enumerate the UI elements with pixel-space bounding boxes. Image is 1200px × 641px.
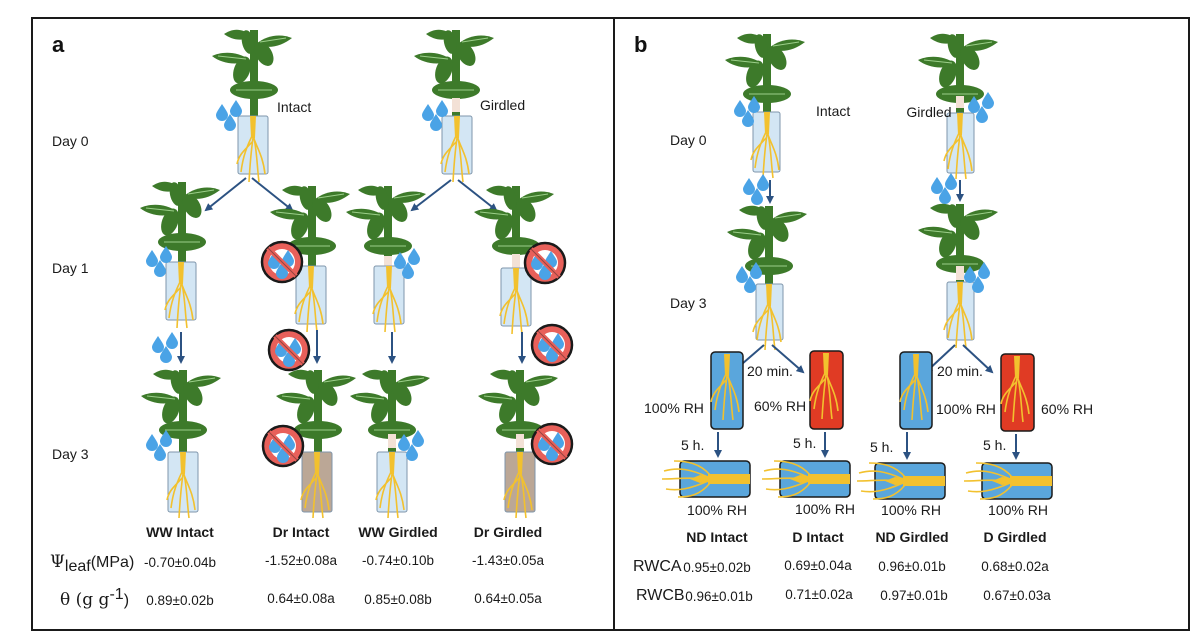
chamber-horizontal-nd-girdled [856,462,946,500]
panel-a-letter: a [52,32,65,57]
day-0-label: Day 0 [52,133,89,149]
row-label-rwcb: RWCB [636,587,685,604]
row-label-theta: θ (g g-1) [60,586,129,610]
chamber-100rh-girdled [899,351,933,430]
rh-label: 60% RH [1041,401,1093,417]
table-cell: 0.95±0.02b [683,560,750,575]
plant-girdled-day3-b [917,202,999,349]
plant-intact-day0-b [724,32,806,179]
arrow [204,177,247,212]
table-cell: -0.74±0.10b [362,553,434,568]
plant-intact-day0 [211,28,293,183]
duration-20-label: 20 min. [937,363,983,379]
chamber-horizontal-d-girdled [963,462,1053,500]
arrow [457,179,498,212]
col-header: ND Intact [686,529,748,545]
table-cell: -1.52±0.08a [265,553,337,568]
col-header: Dr Intact [273,524,330,540]
plant-dr-girdled-day3 [477,368,572,519]
girdled-label-b: Girdled [906,104,951,120]
rh-label: 100% RH [795,501,855,517]
rh-label: 100% RH [988,502,1048,518]
table-cell: 0.71±0.02a [785,587,853,602]
arrow [771,344,805,374]
no-water-icon [532,325,572,365]
duration-5-label: 5 h. [983,437,1006,453]
chamber-100rh-intact [710,351,744,430]
intact-label-a: Intact [277,99,311,115]
plant-ww-intact-day3 [140,368,222,519]
table-cell: 0.89±0.02b [146,593,213,608]
rh-label: 100% RH [687,502,747,518]
table-cell: 0.68±0.02a [981,559,1049,574]
no-water-icon [262,242,302,282]
table-cell: -0.70±0.04b [144,555,216,570]
col-header: WW Girdled [358,524,437,540]
day-1-label: Day 1 [52,260,89,276]
no-water-icon [532,424,572,464]
arrow [251,177,294,212]
table-cell: -1.43±0.05a [472,553,544,568]
col-header: D Intact [792,529,844,545]
no-water-icon [269,330,309,370]
panel-b-frame [613,17,1190,631]
duration-5-label: 5 h. [793,435,816,451]
day-3-label: Day 3 [52,446,89,462]
plant-girdled-day0-b [917,32,999,180]
plant-ww-girdled-day1 [345,184,427,333]
plant-dr-girdled-day1 [473,184,565,335]
day-3-label-b: Day 3 [670,295,707,311]
table-cell: 0.64±0.05a [474,591,542,606]
row-label-rwca: RWCA [633,558,682,575]
no-water-icon [263,426,303,466]
col-header: Dr Girdled [474,524,542,540]
col-header: WW Intact [146,524,214,540]
rh-label: 100% RH [936,401,996,417]
plant-dr-intact-day1 [262,184,351,333]
plant-dr-intact-day3 [263,368,357,519]
intact-label-b: Intact [816,103,850,119]
duration-5-label: 5 h. [681,437,704,453]
arrow [410,179,452,212]
no-water-icon [525,243,565,283]
girdled-label-a: Girdled [480,97,525,113]
panel-b-letter: b [634,32,647,57]
table-cell: 0.67±0.03a [983,588,1051,603]
arrow [962,344,994,374]
table-cell: 0.69±0.04a [784,558,852,573]
table-cell: 0.96±0.01b [685,589,752,604]
plant-ww-intact-day1 [139,180,221,329]
plant-girdled-day0 [413,28,495,183]
duration-20-label: 20 min. [747,363,793,379]
day-0-label-b: Day 0 [670,132,707,148]
chamber-horizontal-nd-intact [661,460,751,498]
col-header: ND Girdled [875,529,948,545]
chamber-horizontal-d-intact [761,460,851,498]
duration-5-label: 5 h. [870,439,893,455]
table-cell: 0.85±0.08b [364,592,431,607]
table-cell: 0.97±0.01b [880,588,947,603]
table-cell: 0.96±0.01b [878,559,945,574]
plant-intact-day3-b [726,204,808,351]
rh-label: 100% RH [644,400,704,416]
rh-label: 100% RH [881,502,941,518]
table-cell: 0.64±0.08a [267,591,335,606]
col-header: D Girdled [983,529,1046,545]
row-label-psi-leaf: Ψleaf(MPa) [50,552,134,575]
rh-label: 60% RH [754,398,806,414]
chamber-60rh-girdled [1000,353,1035,432]
chamber-60rh-intact [809,350,844,430]
plant-ww-girdled-day3 [349,368,431,519]
